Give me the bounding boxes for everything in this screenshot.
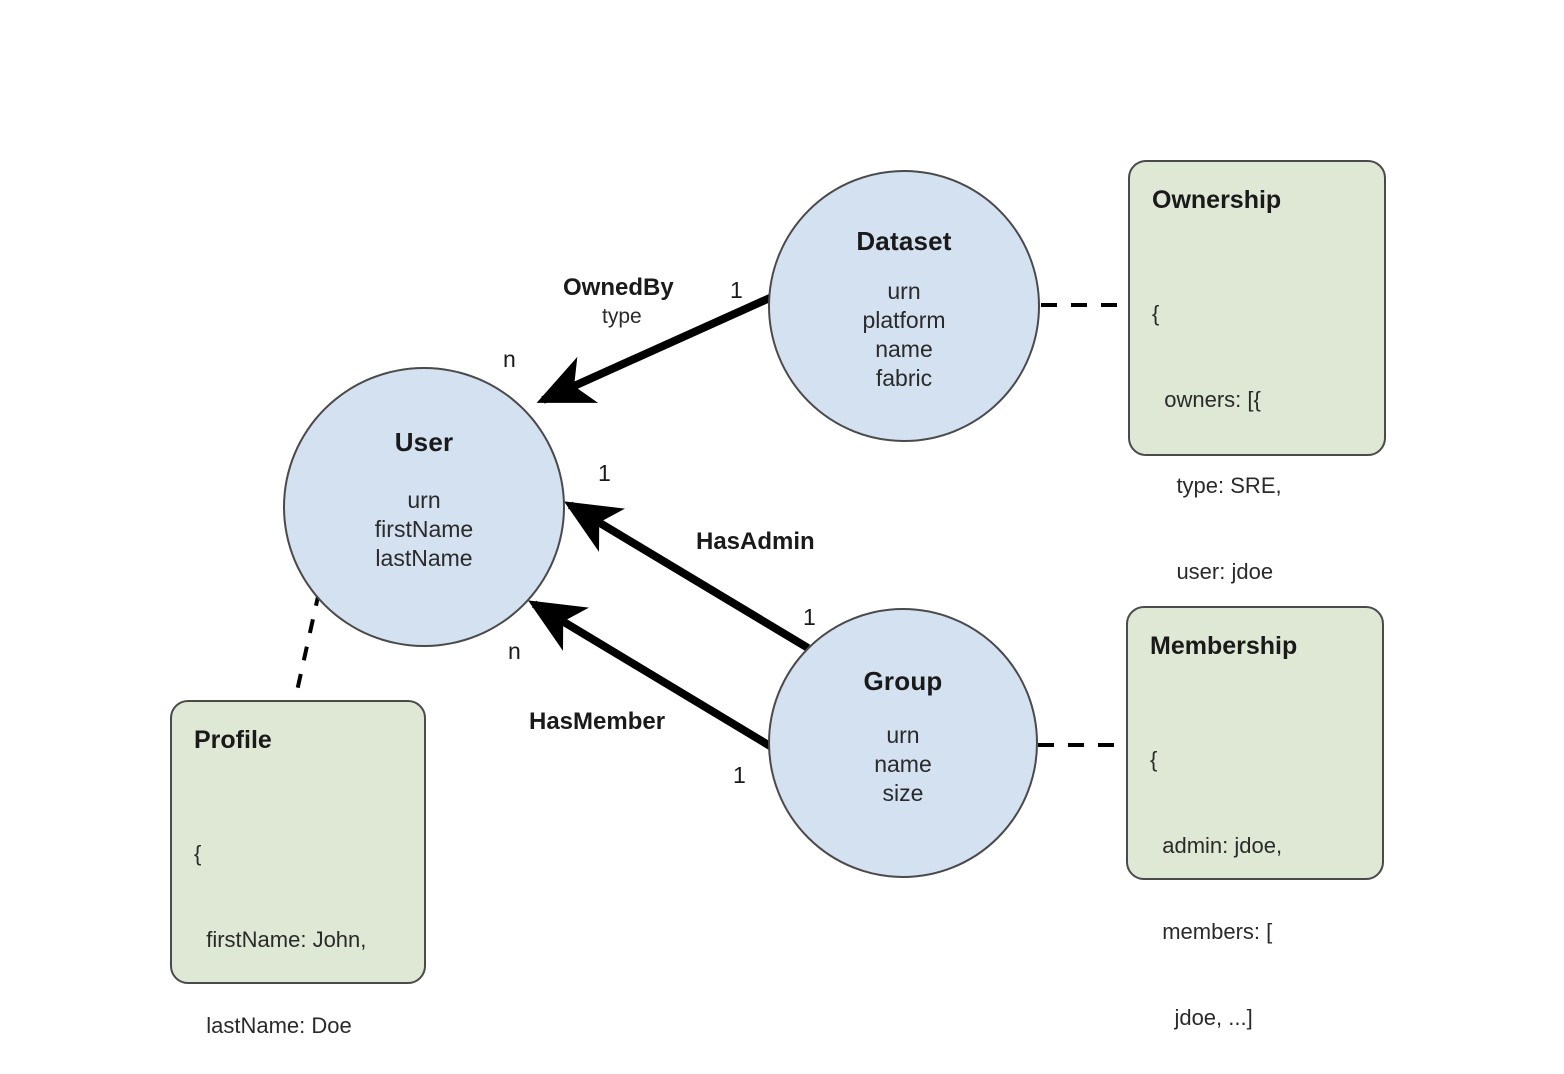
edge-hasadmin (563, 501, 811, 652)
aspect-profile-line: { (194, 841, 202, 867)
edge-hasmember (528, 600, 793, 762)
aspect-ownership-line: owners: [{ (1152, 386, 1261, 412)
entity-group-field: urn (886, 722, 920, 748)
edge-label-hasadmin: HasAdmin (696, 528, 815, 555)
cardinality-hasmember-target: n (508, 638, 521, 664)
entity-dataset-fields: urn platform name fabric (862, 277, 945, 393)
entity-group-field: size (882, 779, 924, 806)
connector-user-profile (293, 591, 321, 701)
entity-dataset-field: platform (862, 306, 946, 333)
aspect-profile-title: Profile (194, 726, 272, 754)
entity-group-field: name (874, 750, 932, 777)
cardinality-hasmember-source: 1 (733, 762, 746, 788)
entity-dataset-field: name (875, 335, 933, 362)
aspect-membership-line: jdoe, ...] (1150, 1004, 1253, 1030)
aspect-membership-line: admin: jdoe, (1150, 832, 1283, 858)
entity-group[interactable]: Group urn name size (768, 608, 1038, 878)
entity-dataset-field: urn (887, 278, 921, 304)
entity-dataset-field: fabric (875, 364, 933, 391)
cardinality-ownedby-source: 1 (730, 277, 743, 303)
aspect-membership[interactable]: Membership { admin: jdoe, members: [ jdo… (1126, 606, 1384, 1030)
edge-label-hasmember: HasMember (529, 708, 666, 735)
aspect-ownership-line: type: SRE, (1152, 472, 1282, 498)
edge-sublabel-ownedby-type: type (602, 305, 642, 328)
aspect-ownership-line: user: jdoe (1152, 558, 1274, 584)
edge-label-ownedby: OwnedBy (563, 274, 674, 301)
entity-group-title: Group (863, 666, 943, 696)
aspect-profile-body: { firstName: John, lastName: Doe ldap: j… (194, 783, 402, 1074)
aspect-ownership-line: { (1152, 301, 1160, 327)
aspect-ownership-title: Ownership (1152, 186, 1282, 214)
cardinality-ownedby-target: n (503, 346, 516, 372)
edge-ownedby (536, 293, 774, 404)
aspect-profile[interactable]: Profile { firstName: John, lastName: Doe… (170, 700, 426, 1038)
entity-user-fields: urn firstName lastName (375, 486, 473, 573)
aspect-ownership[interactable]: Ownership { owners: [{ type: SRE, user: … (1128, 160, 1386, 755)
entity-user[interactable]: User urn firstName lastName (283, 367, 565, 647)
aspect-profile-line: lastName: Doe (194, 1012, 352, 1038)
entity-user-field: firstName (374, 515, 474, 542)
entity-dataset-title: Dataset (856, 226, 952, 256)
cardinality-hasadmin-target: 1 (598, 460, 611, 486)
entity-user-title: User (394, 427, 454, 457)
aspect-membership-body: { admin: jdoe, members: [ jdoe, ...] } (1150, 689, 1360, 1074)
entity-user-field: lastName (375, 544, 473, 571)
aspect-membership-line: { (1150, 747, 1158, 773)
entity-dataset[interactable]: Dataset urn platform name fabric (768, 170, 1040, 442)
entity-group-fields: urn name size (874, 721, 932, 808)
cardinality-hasadmin-source: 1 (803, 604, 816, 630)
aspect-profile-line: firstName: John, (194, 926, 367, 952)
entity-user-field: urn (407, 487, 441, 513)
aspect-membership-line: members: [ (1150, 918, 1273, 944)
aspect-membership-title: Membership (1150, 632, 1298, 660)
